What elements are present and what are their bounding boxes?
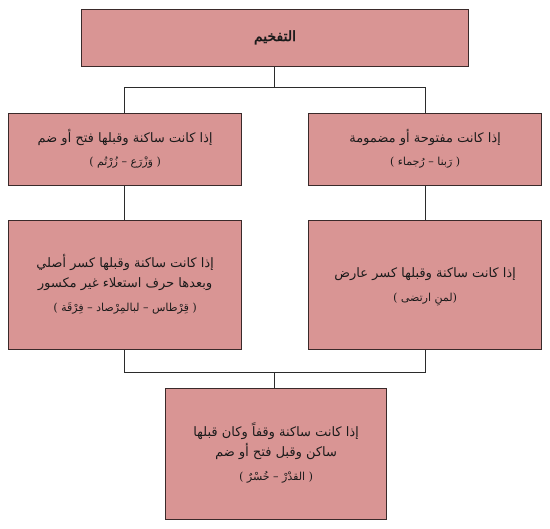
bottom-example: ( القدْرْ – خُسْرٌ ) <box>239 469 313 483</box>
left-top-box: إذا كانت ساكنة وقبلها فتح أو ضم ( وَزْرَ… <box>8 113 242 186</box>
right-bottom-example: (لمنِ ارتضى ) <box>393 290 457 304</box>
root-title: التفخيم <box>253 29 297 46</box>
right-bottom-connector <box>425 350 426 372</box>
root-down-connector <box>274 67 275 87</box>
left-drop-connector <box>124 87 125 113</box>
left-top-rule: إذا كانت ساكنة وقبلها فتح أو ضم <box>37 130 213 146</box>
right-bottom-box: إذا كانت ساكنة وقبلها كسر عارض (لمنِ ارت… <box>308 220 542 350</box>
right-top-rule: إذا كانت مفتوحة أو مضمومة <box>349 130 501 146</box>
bottom-box: إذا كانت ساكنة وقفاً وكان قبلها ساكن وقب… <box>165 388 387 520</box>
left-bottom-rule-line1: إذا كانت ساكنة وقبلها كسر أصلي <box>36 256 214 272</box>
right-top-box: إذا كانت مفتوحة أو مضمومة ( رَبنا – رُجم… <box>308 113 542 186</box>
bottom-rule-line2: ساكن وقبل فتح أو ضم <box>215 445 337 461</box>
right-drop-connector <box>425 87 426 113</box>
bottom-box-connector <box>274 372 275 388</box>
left-bottom-connector <box>124 350 125 372</box>
left-mid-connector <box>124 186 125 220</box>
bottom-horizontal-connector <box>124 372 426 373</box>
bottom-rule-line1: إذا كانت ساكنة وقفاً وكان قبلها <box>193 425 359 441</box>
root-box: التفخيم <box>81 9 469 67</box>
left-bottom-box: إذا كانت ساكنة وقبلها كسر أصلي وبعدها حر… <box>8 220 242 350</box>
left-bottom-rule-line2: وبعدها حرف استعلاء غير مكسور <box>37 276 213 292</box>
right-mid-connector <box>425 186 426 220</box>
left-top-example: ( وَزْرَع – زُرْتُم ) <box>89 155 161 169</box>
right-top-example: ( رَبنا – رُجماء ) <box>389 155 461 169</box>
right-bottom-rule: إذا كانت ساكنة وقبلها كسر عارض <box>334 266 516 282</box>
left-bottom-example: ( قِرْطاس – لبالمِرْصاد – فِرْقَة ) <box>53 300 197 314</box>
top-horizontal-connector <box>124 87 426 88</box>
